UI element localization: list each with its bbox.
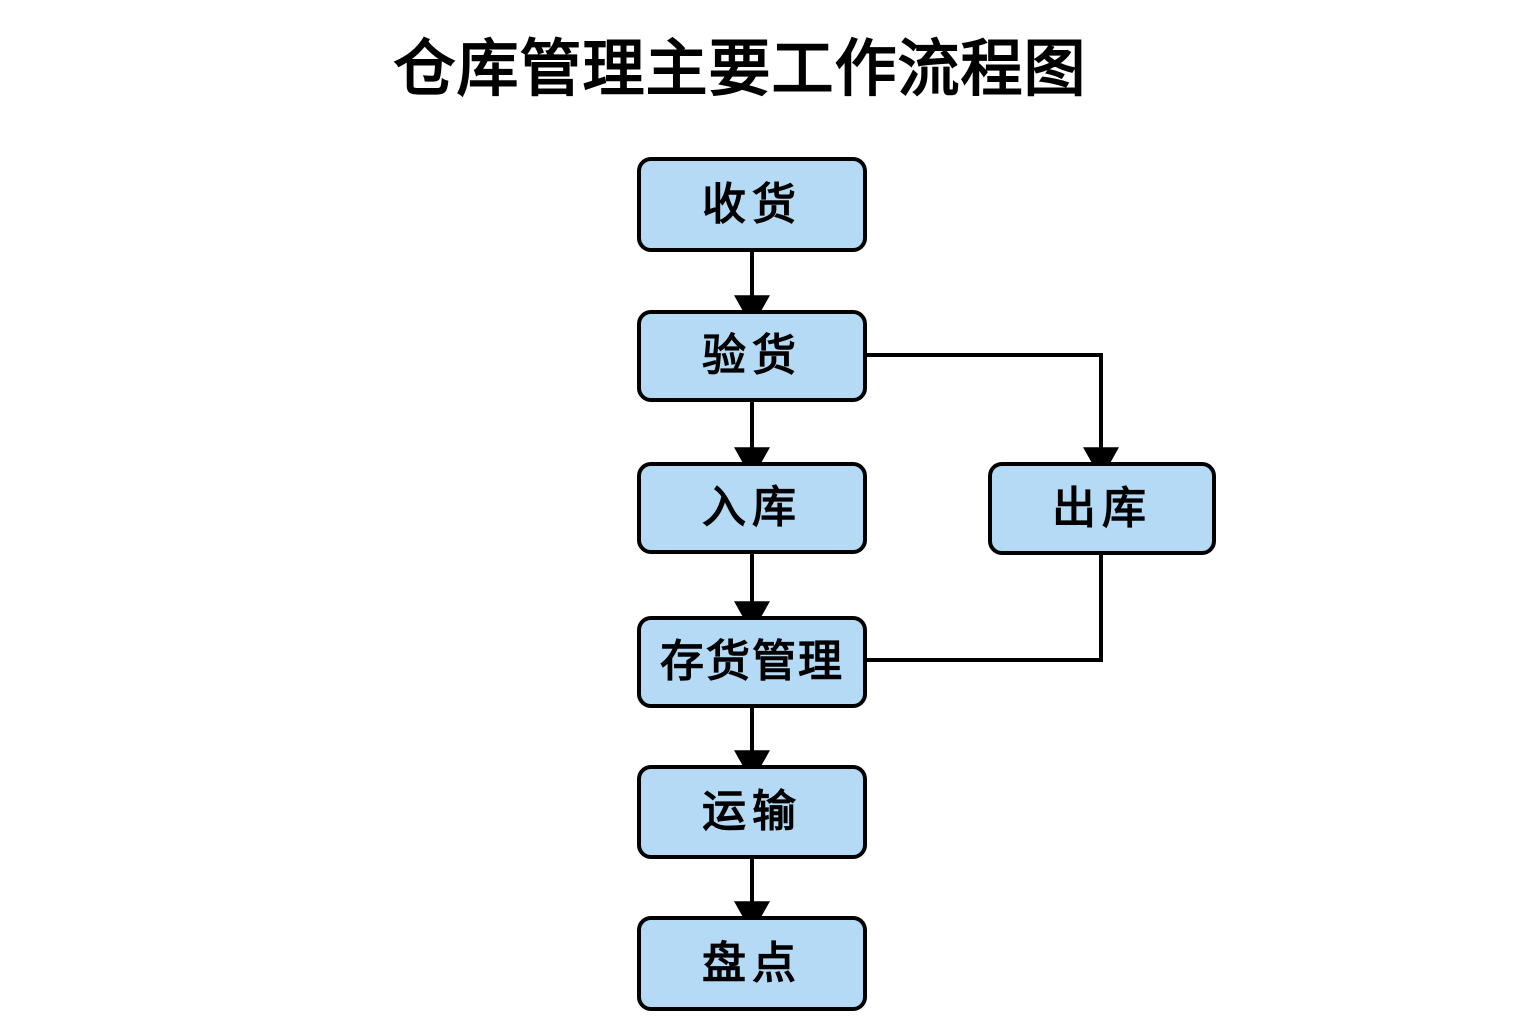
node-receive-label: 收货 [702, 178, 802, 230]
page-title: 仓库管理主要工作流程图 [393, 32, 1087, 105]
node-inspect[interactable]: 验货 [637, 310, 867, 402]
node-outbound[interactable]: 出库 [988, 462, 1216, 555]
node-inbound[interactable]: 入库 [637, 462, 867, 554]
node-inbound-label: 入库 [702, 482, 802, 533]
node-stocktake[interactable]: 盘点 [637, 916, 867, 1011]
node-transport-label: 运输 [702, 786, 802, 837]
node-transport[interactable]: 运输 [637, 765, 867, 859]
node-inventory[interactable]: 存货管理 [637, 616, 867, 708]
node-inventory-label: 存货管理 [660, 636, 844, 687]
node-receive[interactable]: 收货 [637, 157, 867, 252]
node-outbound-label: 出库 [1052, 482, 1152, 534]
node-inspect-label: 验货 [702, 330, 802, 381]
node-stocktake-label: 盘点 [702, 937, 802, 989]
connector-inspect-to-outbound [867, 353, 1119, 480]
connector-outbound-to-inventory [867, 555, 1103, 662]
